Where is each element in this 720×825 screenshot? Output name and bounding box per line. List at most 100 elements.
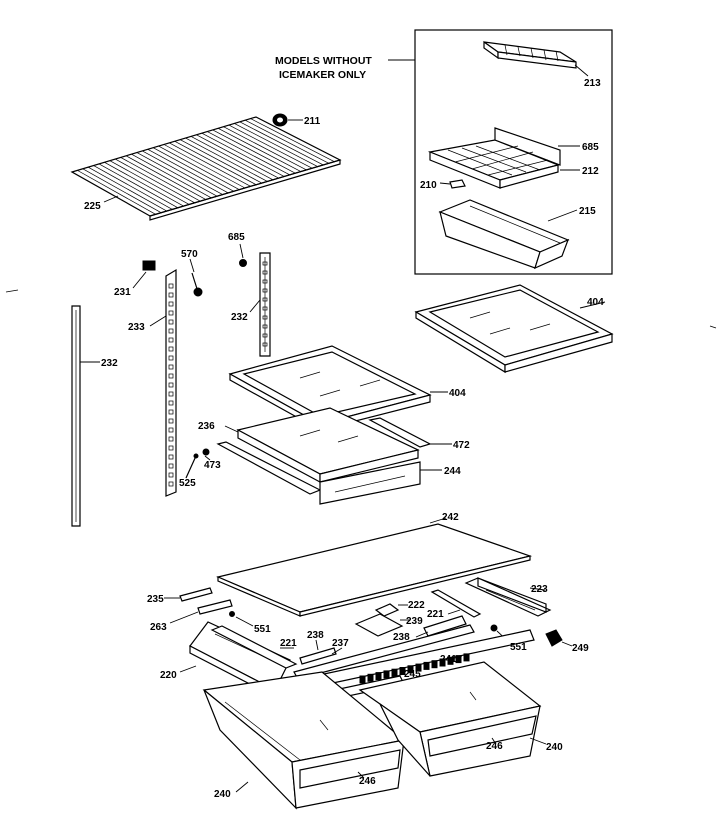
wire-shelf-225 bbox=[70, 116, 342, 221]
shelf-wire bbox=[212, 129, 296, 174]
shelf-wire bbox=[153, 147, 234, 192]
label-211: 211 bbox=[304, 116, 321, 127]
inset-note-line1: MODELS WITHOUT bbox=[275, 55, 372, 67]
slide-rail-472 bbox=[368, 417, 452, 448]
shelf-wire bbox=[207, 131, 290, 176]
rail-tooth bbox=[391, 668, 398, 677]
support-235 bbox=[164, 587, 213, 602]
crisper-drawer-240-right bbox=[358, 661, 547, 777]
shelf-wire bbox=[120, 157, 201, 202]
rail-slot bbox=[168, 391, 174, 397]
rail-232-left bbox=[71, 305, 100, 527]
rail-slot bbox=[262, 288, 268, 293]
label-233: 233 bbox=[128, 322, 145, 333]
clip-210 bbox=[439, 179, 466, 189]
label-223: 223 bbox=[531, 584, 548, 595]
shelf-wire bbox=[185, 137, 268, 182]
rail-tooth bbox=[447, 656, 454, 665]
rail-tooth bbox=[359, 675, 366, 684]
rail-slot bbox=[168, 409, 174, 415]
clip-238-left bbox=[299, 639, 337, 665]
rail-slot bbox=[168, 301, 174, 307]
shelf-wire bbox=[228, 124, 313, 169]
label-232-right: 232 bbox=[231, 312, 248, 323]
rail-slot bbox=[168, 346, 174, 352]
rail-slot bbox=[168, 328, 174, 334]
label-240-right: 240 bbox=[546, 742, 563, 753]
label-221-right: 221 bbox=[427, 609, 444, 620]
label-551-left: 551 bbox=[254, 624, 271, 635]
stray-mark bbox=[709, 325, 717, 329]
shelf-wire bbox=[245, 119, 329, 164]
shelf-wire bbox=[88, 166, 167, 212]
bracket-239 bbox=[354, 613, 410, 637]
shelf-wire bbox=[158, 145, 240, 190]
rail-slot bbox=[262, 261, 268, 266]
rail-221-right bbox=[430, 589, 482, 618]
rail-slot bbox=[168, 337, 174, 343]
label-235: 235 bbox=[147, 594, 164, 605]
rail-slot bbox=[168, 427, 174, 433]
label-215: 215 bbox=[579, 206, 596, 217]
rail-slot bbox=[168, 418, 174, 424]
rail-slot bbox=[168, 472, 174, 478]
screw-551a bbox=[229, 611, 254, 627]
label-232-left: 232 bbox=[101, 358, 118, 369]
shelf-wire bbox=[180, 139, 262, 184]
rail-241 bbox=[295, 629, 535, 691]
clip-222 bbox=[374, 603, 408, 617]
label-249: 249 bbox=[572, 643, 589, 654]
shelf-wire bbox=[125, 155, 207, 200]
bracket-249 bbox=[545, 629, 573, 647]
rail-tooth bbox=[455, 655, 462, 664]
shelf-wire bbox=[190, 136, 274, 181]
shelf-wire bbox=[234, 123, 318, 167]
shelf-wire bbox=[250, 118, 335, 162]
part-labels: 211 213 685 212 210 215 225 685 570 231 … bbox=[84, 78, 604, 800]
label-246-left: 246 bbox=[359, 776, 376, 787]
label-245: 245 bbox=[404, 669, 421, 680]
shelf-wire bbox=[169, 142, 251, 187]
bin-215 bbox=[438, 199, 578, 270]
rail-tooth bbox=[463, 653, 470, 662]
small-parts-upper bbox=[132, 243, 247, 297]
support-263 bbox=[169, 599, 233, 624]
label-237: 237 bbox=[332, 638, 349, 649]
rail-slot bbox=[168, 319, 174, 325]
shelf-wire bbox=[163, 144, 246, 189]
label-242: 242 bbox=[442, 512, 459, 523]
rail-slot bbox=[168, 283, 174, 289]
label-551-right: 551 bbox=[510, 642, 527, 653]
ice-tray-213 bbox=[483, 40, 589, 77]
clip-238-right bbox=[415, 615, 467, 638]
shelf-wire bbox=[136, 152, 218, 197]
crisper-drawer-240-left bbox=[202, 671, 406, 810]
rail-slot bbox=[168, 310, 174, 316]
rail-slot bbox=[168, 364, 174, 370]
rail-slot bbox=[168, 481, 174, 487]
rail-slot bbox=[168, 373, 174, 379]
small-parts-473-525 bbox=[185, 448, 211, 479]
rail-slot bbox=[262, 306, 268, 311]
rail-slot bbox=[262, 279, 268, 284]
label-472: 472 bbox=[453, 440, 470, 451]
shelf-wire bbox=[131, 153, 212, 199]
label-685: 685 bbox=[228, 232, 245, 243]
shelf-wire bbox=[147, 149, 229, 194]
rail-slot bbox=[262, 297, 268, 302]
label-212: 212 bbox=[582, 166, 599, 177]
label-240-left: 240 bbox=[214, 789, 231, 800]
label-246-right: 246 bbox=[486, 741, 503, 752]
rail-slot bbox=[168, 382, 174, 388]
shelf-wire bbox=[93, 165, 173, 210]
shelf-wire bbox=[201, 132, 285, 177]
rail-slot bbox=[262, 324, 268, 329]
sliding-shelf-236 bbox=[224, 407, 420, 484]
shelf-wire bbox=[77, 170, 156, 215]
rail-slot bbox=[168, 355, 174, 361]
rail-tooth bbox=[423, 661, 430, 670]
label-213: 213 bbox=[584, 78, 601, 89]
inset-note-line2: ICEMAKER ONLY bbox=[279, 69, 366, 81]
label-231: 231 bbox=[114, 287, 131, 298]
glass-shelf-404-right bbox=[414, 284, 614, 374]
